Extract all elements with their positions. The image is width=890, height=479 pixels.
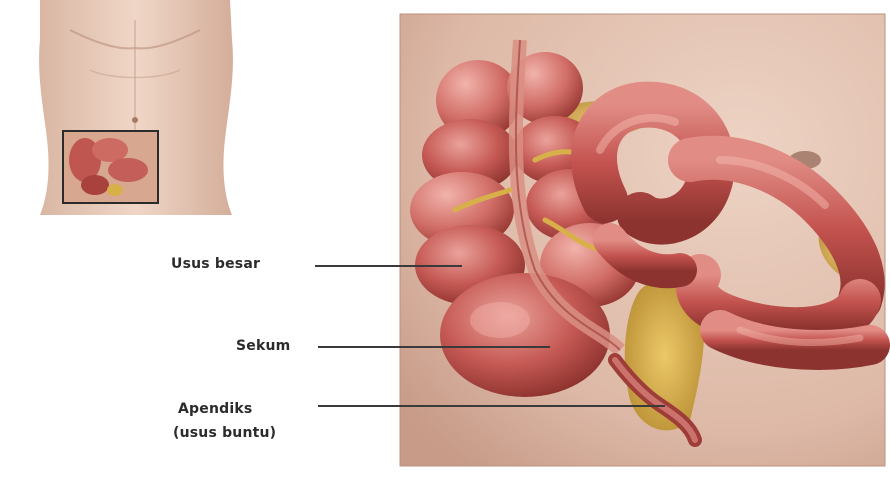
label-apendiks: Apendiks bbox=[178, 401, 252, 417]
abdomen-panel bbox=[400, 14, 885, 466]
torso-thumbnail bbox=[39, 0, 233, 215]
label-usus-buntu: (usus buntu) bbox=[173, 425, 276, 441]
cecum bbox=[440, 273, 610, 397]
label-sekum: Sekum bbox=[236, 338, 290, 354]
label-usus-besar: Usus besar bbox=[171, 256, 260, 272]
thumbnail-highlight-box bbox=[63, 131, 158, 203]
